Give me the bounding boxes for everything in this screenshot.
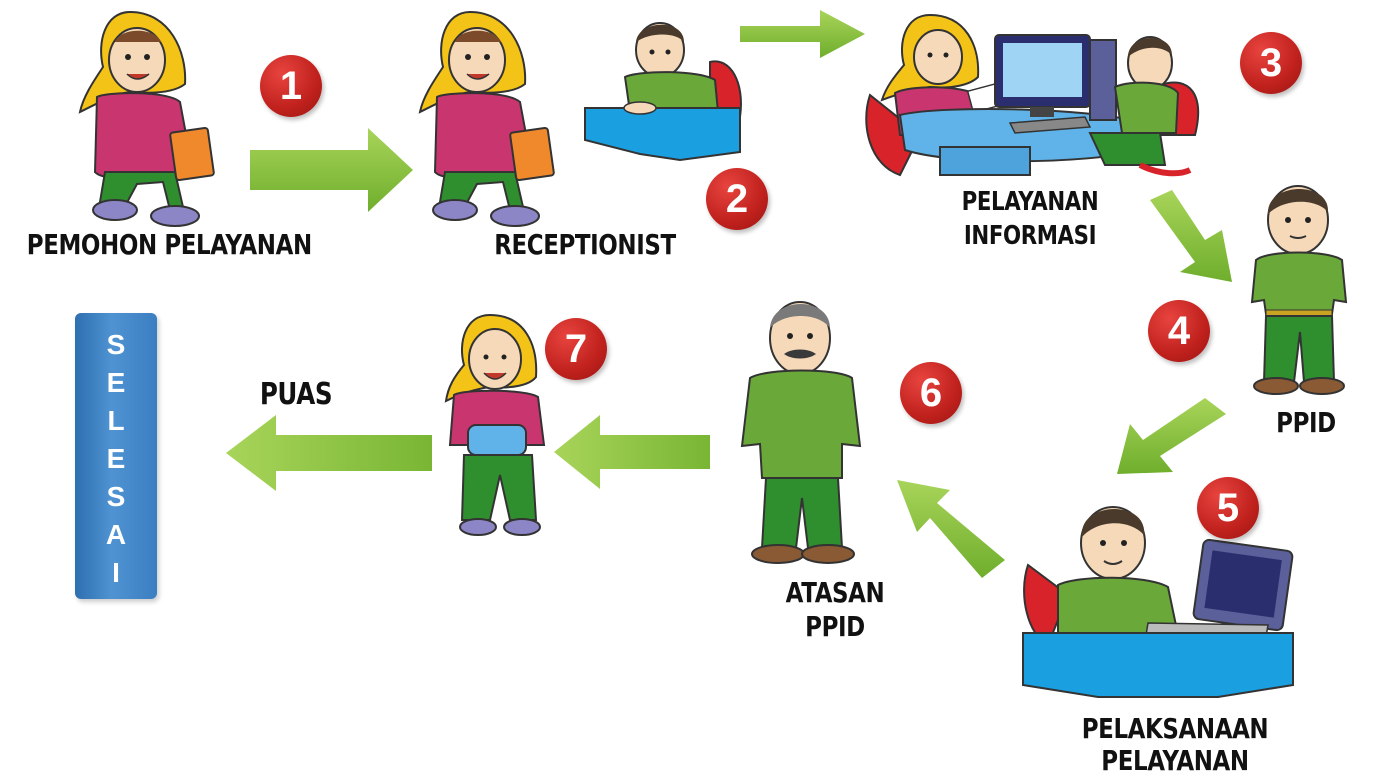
- selesai-letter: S: [106, 329, 126, 360]
- receptionist-illustration: [584, 22, 742, 162]
- label-pemohon-pelayanan: PEMOHON PELAYANAN: [26, 228, 312, 261]
- label-receptionist: RECEPTIONIST: [494, 228, 676, 261]
- selesai-letter: A: [105, 519, 127, 550]
- arrow-4-to-pelaksanaan: [1117, 398, 1226, 474]
- ppid-illustration: [1250, 185, 1348, 395]
- step-badge-2: 2: [706, 168, 768, 230]
- selesai-letter: I: [112, 557, 120, 588]
- atasan-ppid-illustration: [740, 301, 862, 564]
- label-puas: PUAS: [259, 377, 333, 412]
- selesai-letter: L: [107, 405, 125, 436]
- label-atasan-ppid-line1: ATASAN: [785, 576, 885, 609]
- step-badge-7: 7: [545, 318, 607, 380]
- arrow-6-to-pemohon: [554, 415, 710, 489]
- selesai-letter: E: [106, 443, 126, 474]
- receptionist-visitor-illustration: [418, 10, 555, 227]
- puas-woman-illustration: [444, 313, 546, 536]
- pelaksanaan-illustration: [1022, 506, 1294, 698]
- label-pelaksanaan-line1: PELAKSANAAN: [1081, 712, 1269, 745]
- selesai-letter: E: [106, 367, 126, 398]
- step-badge-4: 4: [1148, 300, 1210, 362]
- step-badge-6: 6: [900, 362, 962, 424]
- arrow-2-to-pelayanan: [740, 10, 865, 58]
- step-badge-1: 1: [260, 55, 322, 117]
- pemohon-illustration: [78, 10, 215, 227]
- label-pelaksanaan-line2: PELAYANAN: [1101, 744, 1249, 777]
- label-pelayanan-informasi-line2: INFORMASI: [963, 221, 1097, 251]
- arrow-1-to-receptionist: [250, 128, 413, 212]
- arrow-7-to-selesai: [226, 415, 432, 491]
- label-pelayanan-informasi-line1: PELAYANAN: [961, 187, 1099, 217]
- step-badge-3: 3: [1240, 32, 1302, 94]
- arrow-3-to-ppid: [1150, 190, 1232, 282]
- label-atasan-ppid-line2: PPID: [805, 610, 865, 643]
- arrow-5-to-atasan: [897, 480, 1005, 578]
- label-ppid: PPID: [1276, 406, 1336, 439]
- selesai-box: S E L E S A I: [75, 313, 157, 599]
- pelayanan-informasi-illustration: [865, 13, 1200, 177]
- selesai-letter: S: [106, 481, 126, 512]
- step-badge-5: 5: [1197, 477, 1259, 539]
